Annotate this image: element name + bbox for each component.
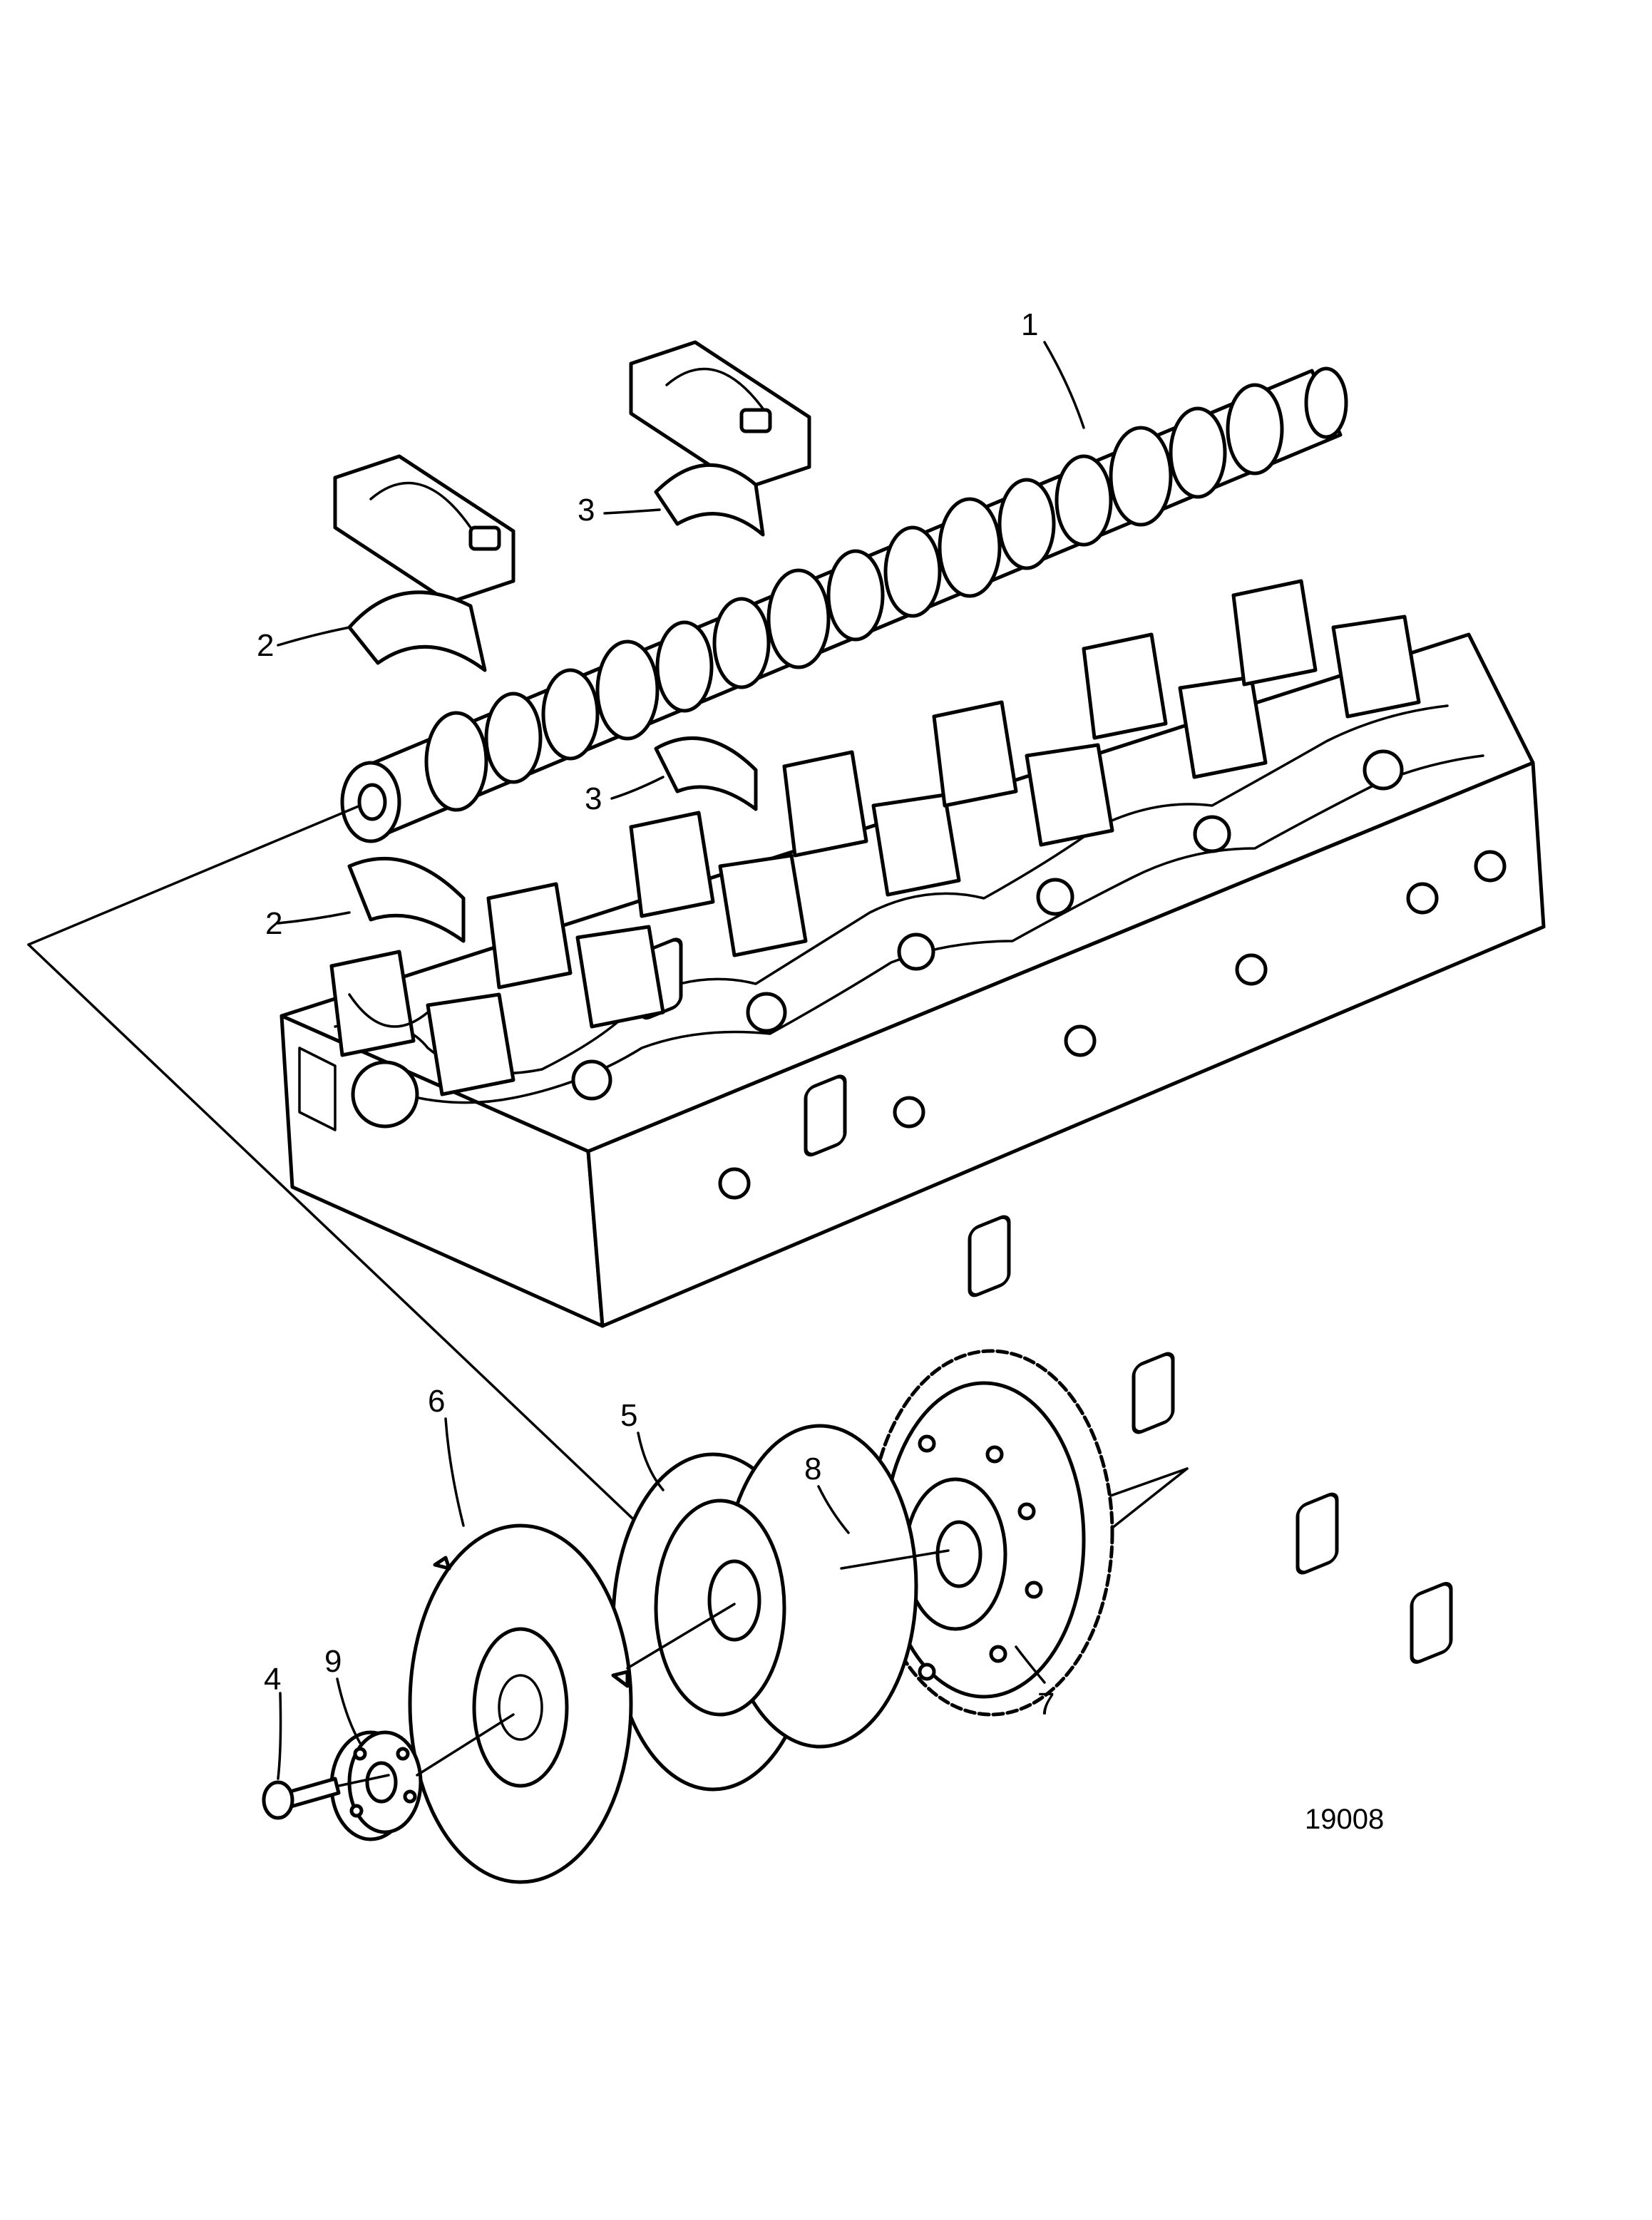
bearing-shell-icon [654,736,758,811]
bearing-shell-icon [347,856,466,943]
callout-6: 6 [428,1384,445,1419]
bolt-icon [262,1777,341,1820]
camshaft-icon [340,366,1348,843]
callout-2b: 2 [265,906,282,941]
callout-8: 8 [804,1451,821,1486]
bearing-shell-icon [654,463,765,537]
bearing-pedestal [932,700,1114,847]
bearing-cap-icon [629,340,811,490]
bearing-pedestal [329,950,515,1096]
callout-7: 7 [1037,1687,1055,1722]
bearing-pedestal [1231,579,1421,719]
bearing-cap-icon [333,454,515,605]
callout-4: 4 [264,1662,281,1697]
callout-3a: 3 [578,493,595,528]
bearing-pedestal [629,811,808,957]
callout-3b: 3 [585,781,602,816]
gear-icon [868,1349,1114,1717]
callout-1: 1 [1021,307,1038,342]
bolt-axis-lines [337,1549,950,1787]
hub-icon [329,1730,423,1841]
bearing-pedestal [486,882,665,1029]
callout-labels: 1 2 3 3 2 4 9 6 5 8 7 [257,307,1055,1722]
bearing-pedestal [782,750,961,897]
bearing-pedestals [329,579,1421,1096]
callout-2a: 2 [257,628,274,663]
plate-icon [408,1523,633,1884]
vibration-damper-icon [611,1424,918,1792]
callout-leaders [277,341,1085,1780]
callout-9: 9 [324,1644,342,1679]
figure-reference-number: 19008 [1305,1804,1384,1835]
callout-5: 5 [620,1398,637,1433]
bearing-pedestal [1082,632,1268,779]
bearing-shell-icon [347,590,487,672]
